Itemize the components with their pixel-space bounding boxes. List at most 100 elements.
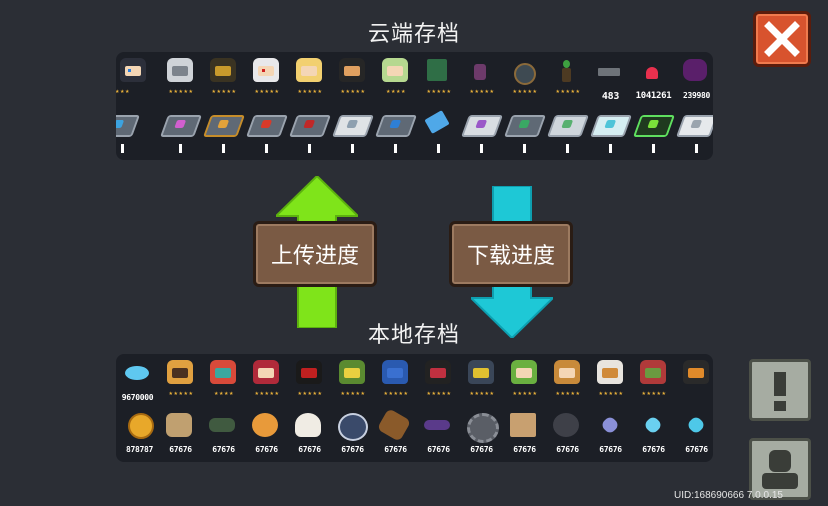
close-button[interactable] bbox=[753, 11, 811, 67]
local-hero-1: ★★★★★ bbox=[159, 356, 202, 406]
local-hero-12: ★★★★★ bbox=[632, 356, 675, 406]
count-label: 67676 bbox=[384, 445, 407, 454]
count-label: 878787 bbox=[125, 445, 154, 454]
wood-icon bbox=[166, 413, 192, 437]
cloud-row-plates bbox=[116, 106, 713, 156]
tick-mark bbox=[222, 144, 225, 153]
gem-icon bbox=[303, 120, 316, 128]
ice-crystal-icon bbox=[643, 415, 663, 435]
count-label: 67676 bbox=[298, 445, 321, 454]
tick-mark bbox=[695, 144, 698, 153]
cloud-plate bbox=[675, 106, 713, 156]
sack-icon bbox=[295, 413, 321, 437]
demon-icon bbox=[683, 59, 707, 81]
tick-mark bbox=[351, 144, 354, 153]
count-label: 67676 bbox=[513, 445, 536, 454]
tick-mark bbox=[179, 144, 182, 153]
hero-stars: ★★★★★ bbox=[512, 391, 538, 397]
local-material: 67676 bbox=[589, 408, 632, 458]
cloud-plate bbox=[116, 106, 159, 156]
gem-icon bbox=[561, 120, 574, 128]
download-progress-button[interactable]: 下载进度 bbox=[449, 221, 573, 287]
hero-stars: ★★★★★ bbox=[598, 391, 624, 397]
gear-icon bbox=[467, 413, 499, 443]
hero-face bbox=[387, 368, 403, 378]
tick-mark bbox=[437, 144, 440, 153]
tick-mark bbox=[121, 144, 124, 153]
local-material: 67676 bbox=[288, 408, 331, 458]
cloud-plate bbox=[546, 106, 590, 156]
hero-face bbox=[258, 368, 274, 378]
hero-face bbox=[387, 66, 403, 76]
hero-stars: ★★★★ bbox=[386, 89, 406, 95]
local-material: 67676 bbox=[202, 408, 245, 458]
local-hero-13 bbox=[675, 356, 713, 406]
plate-icon bbox=[159, 115, 203, 137]
crystal-icon bbox=[600, 415, 620, 435]
count-label: 67676 bbox=[599, 445, 622, 454]
hero-stars: ★★★★★ bbox=[297, 391, 323, 397]
count-label: 3 bbox=[698, 91, 713, 101]
tick-mark bbox=[566, 144, 569, 153]
plate-icon bbox=[460, 115, 504, 137]
cloud-save-panel[interactable]: ★★★★ ★★★★★ ★★★★★ ★★★★★ ★★★★★ ★★★★★ bbox=[116, 52, 713, 160]
ice-shard-icon bbox=[686, 415, 706, 435]
cloud-item-plant: ★★★★★ bbox=[546, 54, 589, 104]
tick-mark bbox=[265, 144, 268, 153]
cloud-plate bbox=[288, 106, 332, 156]
hero-face bbox=[215, 66, 231, 76]
hero-stars: ★★★★ bbox=[214, 391, 234, 397]
count-label: 67676 bbox=[212, 445, 235, 454]
hero-face bbox=[215, 368, 231, 378]
count-label: 67676 bbox=[255, 445, 278, 454]
cloud-item-potion: ★★★★★ bbox=[460, 54, 503, 104]
profile-button[interactable] bbox=[749, 438, 811, 500]
count-label: 9670000 bbox=[121, 393, 154, 402]
cloud-count-gun: 483 bbox=[589, 54, 632, 104]
gem-icon bbox=[389, 120, 402, 128]
cloud-hero-1: ★★★★ bbox=[116, 54, 159, 104]
cloud-hero-5: ★★★★★ bbox=[288, 54, 331, 104]
local-hero-5: ★★★★★ bbox=[331, 356, 374, 406]
hero-face bbox=[172, 66, 188, 76]
plate-icon bbox=[632, 115, 676, 137]
count-label: 67676 bbox=[685, 445, 708, 454]
gem-icon bbox=[217, 120, 230, 128]
info-button[interactable] bbox=[749, 359, 811, 421]
local-hero-6: ★★★★★ bbox=[374, 356, 417, 406]
cannon-icon bbox=[209, 418, 235, 432]
local-save-panel[interactable]: 9670000 ★★★★★ ★★★★ ★★★★★ ★★★★★ ★★★★★ ★★★… bbox=[116, 354, 713, 462]
plate-icon bbox=[589, 115, 633, 137]
exclamation-icon bbox=[774, 372, 786, 411]
cloud-plate bbox=[460, 106, 504, 156]
hero-stars: ★★★★★ bbox=[641, 391, 667, 397]
uid-version-text: UID:168690666 7.0.0.15 bbox=[674, 490, 783, 501]
hero-stars: ★★★★★ bbox=[469, 391, 495, 397]
gem-icon bbox=[125, 366, 149, 380]
item-stars: ★★★★★ bbox=[469, 89, 495, 95]
cloud-plate bbox=[159, 106, 203, 156]
item-stars: ★★★★★ bbox=[512, 89, 538, 95]
hero-face bbox=[602, 368, 618, 378]
gem-icon bbox=[475, 120, 488, 128]
local-material: 67676 bbox=[460, 408, 503, 458]
hero-stars: ★★★★★ bbox=[340, 89, 366, 95]
hero-face bbox=[559, 368, 575, 378]
upload-progress-button[interactable]: 上传进度 bbox=[253, 221, 377, 287]
plate-icon bbox=[288, 115, 332, 137]
hero-face bbox=[301, 368, 317, 378]
local-material: 67676 bbox=[374, 408, 417, 458]
local-row-materials: 878787 67676 67676 67676 67676 67676 676… bbox=[116, 408, 713, 458]
tick-mark bbox=[394, 144, 397, 153]
local-material: 67676 bbox=[632, 408, 675, 458]
hero-face bbox=[172, 368, 188, 378]
local-material: 67676 bbox=[675, 408, 713, 458]
item-stars: ★★★★★ bbox=[426, 89, 452, 95]
cloud-count-boss: 239980 bbox=[675, 54, 713, 104]
potion-icon bbox=[474, 64, 486, 80]
gem-icon bbox=[116, 120, 125, 128]
local-material: 67676 bbox=[245, 408, 288, 458]
cloud-plate bbox=[202, 106, 246, 156]
plate-icon bbox=[374, 115, 418, 137]
plate-icon bbox=[675, 115, 713, 137]
